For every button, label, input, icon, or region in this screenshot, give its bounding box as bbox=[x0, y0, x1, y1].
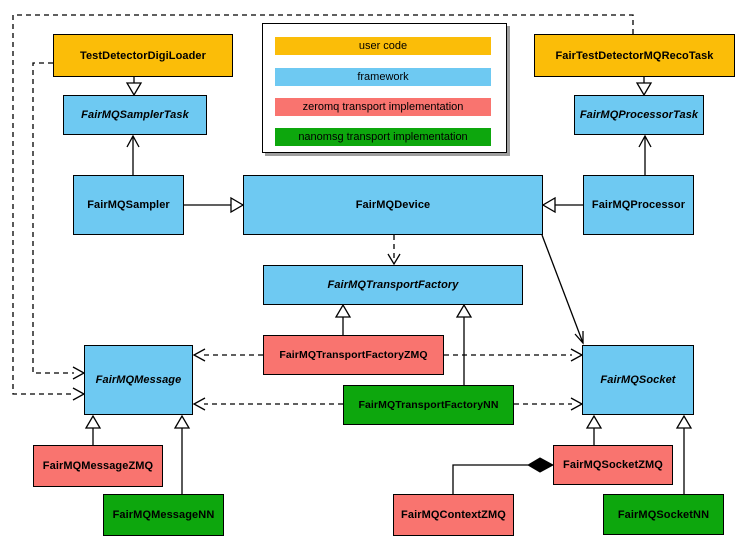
legend: user code framework zeromq transport imp… bbox=[262, 23, 507, 153]
edge-processor-uses-processortask bbox=[638, 134, 652, 175]
class-fairmqmessagezmq: FairMQMessageZMQ bbox=[33, 445, 163, 487]
edge-sampler-extends-device bbox=[184, 196, 245, 214]
edge-digiloader-extends-samplertask bbox=[125, 77, 143, 97]
edge-factoryzmq-creates-socket bbox=[444, 348, 584, 362]
class-fairmqdevice: FairMQDevice bbox=[243, 175, 543, 235]
legend-item-zeromq: zeromq transport implementation bbox=[275, 98, 491, 116]
edge-factorynn-creates-message bbox=[192, 397, 343, 411]
class-fairmqtransportfactory: FairMQTransportFactory bbox=[263, 265, 523, 305]
legend-item-framework: framework bbox=[275, 68, 491, 86]
class-fairmqprocessor: FairMQProcessor bbox=[583, 175, 694, 235]
class-fairmqsocketnn: FairMQSocketNN bbox=[603, 494, 724, 535]
legend-item-nanomsg: nanomsg transport implementation bbox=[275, 128, 491, 146]
edge-messagenn-extends-message bbox=[173, 414, 191, 494]
class-fairmqsamplertask: FairMQSamplerTask bbox=[63, 95, 207, 135]
legend-item-user-code: user code bbox=[275, 37, 491, 55]
class-fairtestdetectormqrecotask: FairTestDetectorMQRecoTask bbox=[534, 34, 735, 77]
edge-processor-extends-device bbox=[541, 196, 583, 214]
edge-factoryzmq-creates-message bbox=[192, 348, 263, 362]
edge-device-uses-transportfactory bbox=[387, 235, 401, 266]
edge-messagezmq-extends-message bbox=[84, 414, 102, 445]
class-fairmqprocessortask: FairMQProcessorTask bbox=[574, 95, 704, 135]
class-testdetectordigiloader: TestDetectorDigiLoader bbox=[53, 34, 233, 77]
edge-socketzmq-composes-contextzmq bbox=[452, 457, 555, 494]
class-fairmqsocketzmq: FairMQSocketZMQ bbox=[553, 445, 673, 485]
class-fairmqsocket: FairMQSocket bbox=[582, 345, 694, 415]
edge-factorynn-extends-factory bbox=[455, 303, 473, 385]
edge-sampler-uses-samplertask bbox=[126, 134, 140, 175]
edge-recotask-extends-processortask bbox=[635, 77, 653, 97]
class-fairmqtransportfactoryzmq: FairMQTransportFactoryZMQ bbox=[263, 335, 444, 375]
edge-factorynn-creates-socket bbox=[514, 397, 584, 411]
edge-socketnn-extends-socket bbox=[675, 414, 693, 494]
edge-factoryzmq-extends-factory bbox=[334, 303, 352, 335]
class-fairmqcontextzmq: FairMQContextZMQ bbox=[393, 494, 514, 536]
class-fairmqsampler: FairMQSampler bbox=[73, 175, 184, 235]
edge-socketzmq-extends-socket bbox=[585, 414, 603, 445]
class-fairmqmessage: FairMQMessage bbox=[84, 345, 193, 415]
edge-device-uses-socket bbox=[541, 234, 584, 345]
class-fairmqtransportfactorynn: FairMQTransportFactoryNN bbox=[343, 385, 514, 425]
class-fairmqmessagenn: FairMQMessageNN bbox=[103, 494, 224, 536]
